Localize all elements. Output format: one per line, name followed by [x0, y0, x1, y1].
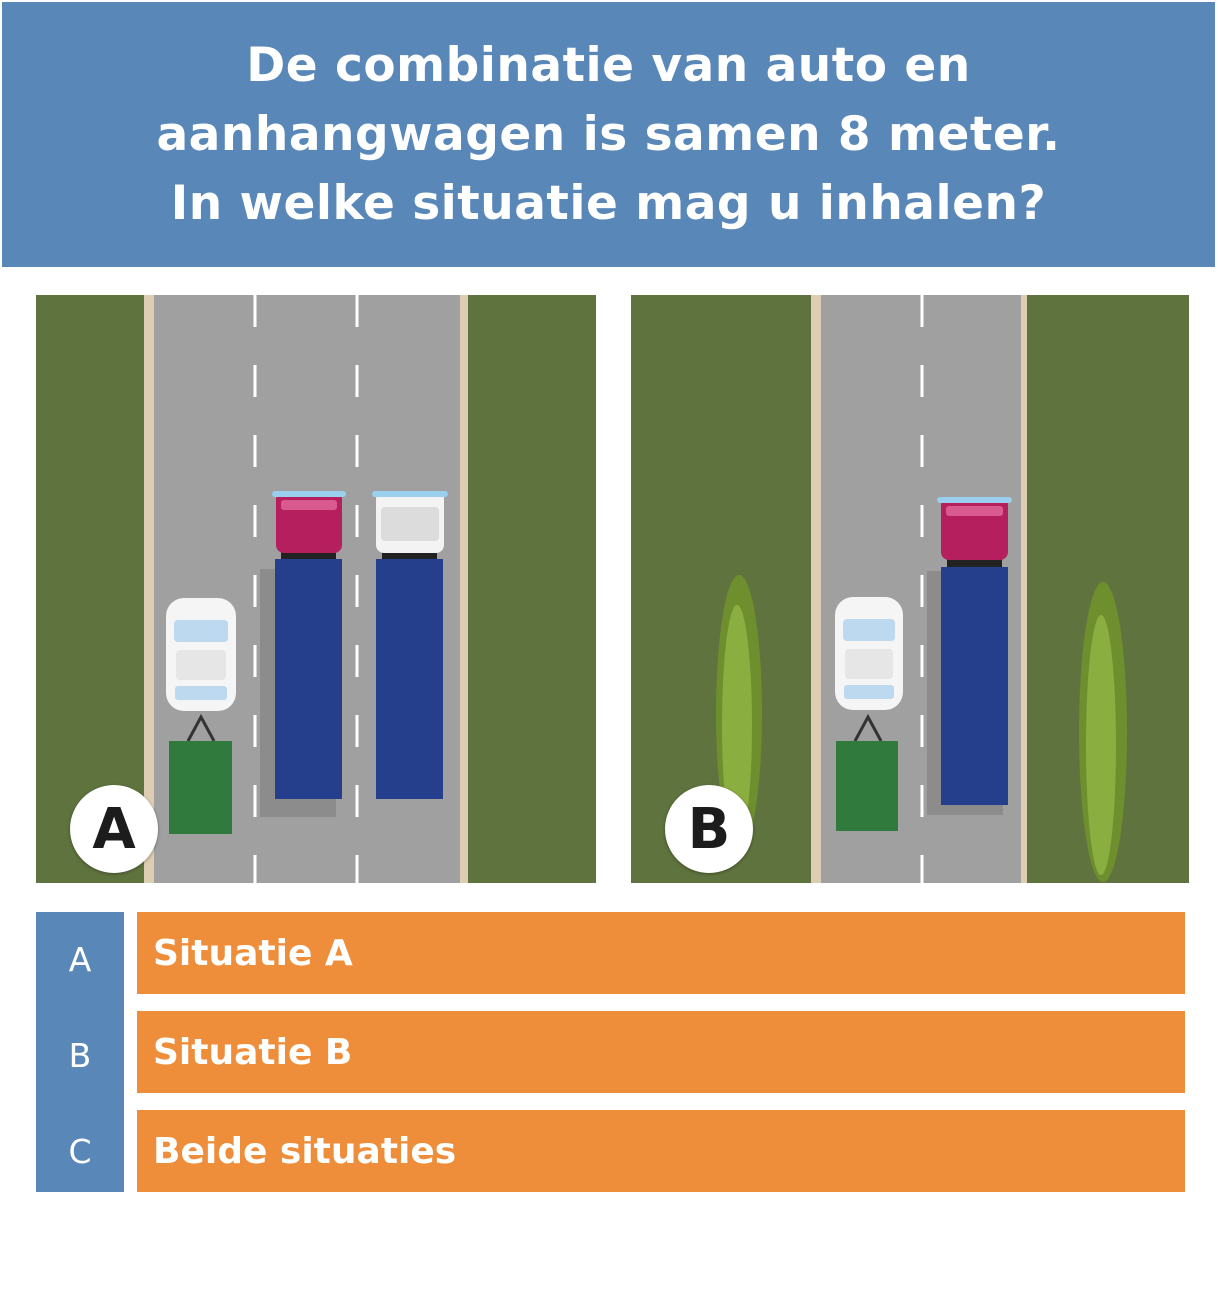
scene-a-road [36, 295, 596, 883]
truck-icon [260, 491, 346, 817]
answer-option-a[interactable]: Situatie A [137, 912, 1185, 994]
answer-letter-c: C [68, 1132, 92, 1171]
answer-option-b[interactable]: Situatie B [137, 1011, 1185, 1093]
question-line-3: In welke situatie mag u inhalen? [170, 176, 1047, 231]
scene-a-illustration: A [36, 295, 596, 883]
question-header: De combinatie van auto en aanhangwagen i… [2, 2, 1215, 267]
truck-icon [372, 491, 448, 799]
trailer-icon [169, 713, 232, 834]
question-line-1: De combinatie van auto en [246, 38, 971, 93]
car-icon [166, 598, 236, 711]
answer-letter-b: B [68, 1036, 92, 1075]
answer-option-c[interactable]: Beide situaties [137, 1110, 1185, 1192]
scene-b-illustration: B [631, 295, 1191, 883]
scene-b-road [631, 295, 1189, 883]
question-text: De combinatie van auto en aanhangwagen i… [156, 31, 1060, 238]
answer-letters-column: A B C [36, 912, 124, 1192]
question-line-2: aanhangwagen is samen 8 meter. [156, 107, 1061, 162]
car-icon [835, 597, 903, 710]
tree-icon [1079, 582, 1127, 882]
answer-letter-a: A [68, 940, 92, 979]
truck-icon [927, 497, 1012, 815]
trailer-icon [836, 713, 898, 831]
scene-b-badge: B [665, 785, 753, 873]
scene-a-badge: A [70, 785, 158, 873]
tree-icon [716, 575, 762, 851]
